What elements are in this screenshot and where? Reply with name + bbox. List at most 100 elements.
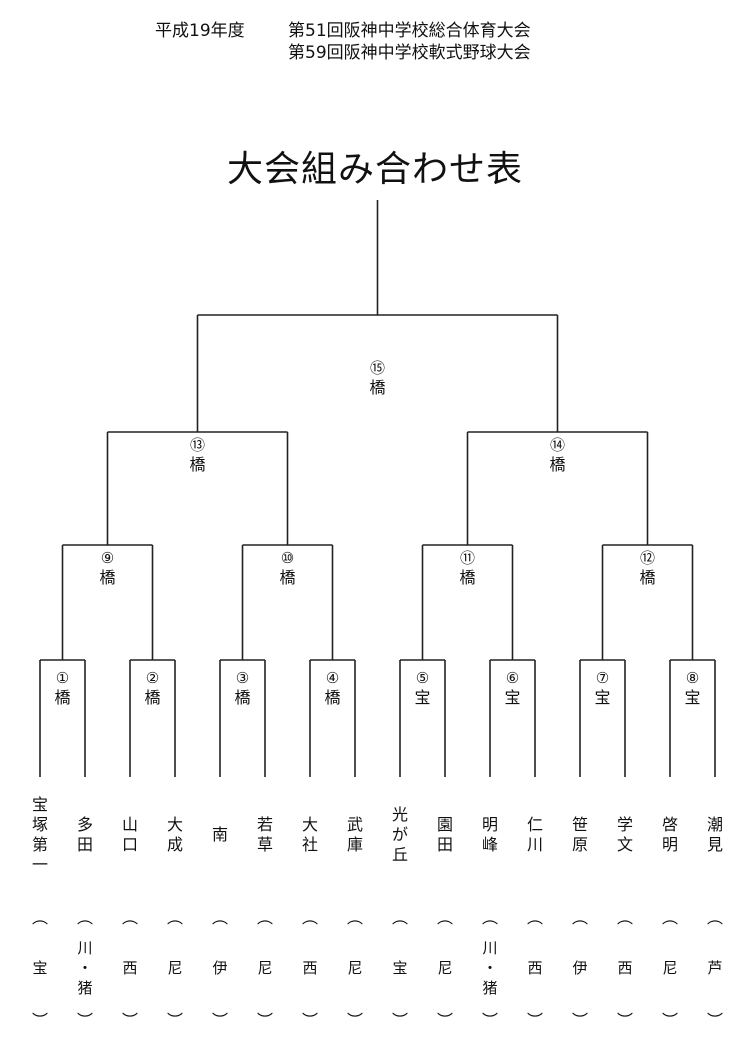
match-number: ② [145, 669, 160, 687]
match-venue: 橋 [234, 688, 251, 707]
paren-close: ︶ [211, 1011, 228, 1030]
match-number: ⑦ [595, 669, 610, 687]
paren-close: ︶ [166, 1011, 183, 1030]
match-venue: 橋 [144, 688, 161, 707]
team-name: 仁川 [526, 815, 543, 854]
match-number: ⑬ [189, 436, 205, 454]
match-venue: 橋 [369, 378, 386, 397]
paren-close: ︶ [346, 1011, 363, 1030]
team-region: 西 [122, 959, 138, 977]
match-number: ③ [235, 669, 250, 687]
match-venue: 橋 [54, 688, 71, 707]
team-name: 光が丘 [391, 805, 408, 864]
paren-open: ︵ [256, 908, 273, 927]
team-region: 尼 [437, 959, 453, 977]
match-venue: 宝 [414, 688, 431, 707]
team-name: 潮見 [706, 815, 723, 854]
paren-open: ︵ [166, 908, 183, 927]
team-region: 宝 [392, 959, 408, 977]
paren-close: ︶ [391, 1011, 408, 1030]
match-venue: 橋 [639, 568, 656, 587]
team-name: 大成 [166, 815, 183, 854]
header-row-2: 第59回阪神中学校軟式野球大会 [155, 42, 625, 64]
team-name: 多田 [76, 815, 93, 854]
paren-open: ︵ [391, 908, 408, 927]
match-number: ⑪ [459, 549, 475, 567]
match-number: ⑤ [415, 669, 430, 687]
match-number: ⑭ [549, 436, 565, 454]
team-region: 川・猪 [482, 939, 498, 997]
team-region: 尼 [167, 959, 183, 977]
team-region: 尼 [347, 959, 363, 977]
team-name: 笹原 [571, 815, 588, 854]
paren-close: ︶ [616, 1011, 633, 1030]
match-venue: 宝 [594, 688, 611, 707]
paren-close: ︶ [301, 1011, 318, 1030]
match-number: ⑫ [639, 549, 655, 567]
tournament-header: 平成19年度 第51回阪神中学校総合体育大会 第59回阪神中学校軟式野球大会 [155, 20, 625, 64]
team-name: 園田 [436, 815, 453, 854]
paren-close: ︶ [76, 1011, 93, 1030]
team-region: 尼 [662, 959, 678, 977]
paren-open: ︵ [121, 908, 138, 927]
match-number: ⑧ [685, 669, 700, 687]
match-number: ⑨ [100, 549, 115, 567]
match-number: ④ [325, 669, 340, 687]
match-number: ⑮ [369, 359, 385, 377]
paren-close: ︶ [31, 1011, 48, 1030]
match-venue: 宝 [504, 688, 521, 707]
team-name: 明峰 [481, 815, 498, 854]
team-name: 山口 [121, 815, 138, 854]
paren-open: ︵ [481, 908, 498, 927]
paren-close: ︶ [571, 1011, 588, 1030]
match-number: ① [55, 669, 70, 687]
match-venue: 橋 [99, 568, 116, 587]
match-venue: 宝 [684, 688, 701, 707]
paren-open: ︵ [526, 908, 543, 927]
team-region: 西 [617, 959, 633, 977]
team-name: 大社 [301, 815, 318, 854]
paren-open: ︵ [211, 908, 228, 927]
team-region: 伊 [212, 959, 228, 977]
team-name: 学文 [616, 815, 633, 854]
match-venue: 橋 [189, 455, 206, 474]
paren-open: ︵ [346, 908, 363, 927]
team-name: 啓明 [661, 815, 678, 854]
paren-open: ︵ [616, 908, 633, 927]
paren-open: ︵ [661, 908, 678, 927]
paren-close: ︶ [706, 1011, 723, 1030]
paren-close: ︶ [121, 1011, 138, 1030]
header-event-line-1: 第51回阪神中学校総合体育大会 [288, 21, 531, 41]
match-venue: 橋 [324, 688, 341, 707]
page-title: 大会組み合わせ表 [226, 149, 523, 190]
paren-open: ︵ [436, 908, 453, 927]
header-row-1: 平成19年度 第51回阪神中学校総合体育大会 [155, 20, 625, 42]
team-region: 西 [302, 959, 318, 977]
match-venue: 橋 [459, 568, 476, 587]
team-region: 宝 [32, 959, 48, 977]
team-region: 川・猪 [77, 939, 93, 997]
header-era: 平成19年度 [155, 21, 245, 41]
match-number: ⑩ [280, 549, 295, 567]
team-name: 武庫 [346, 815, 363, 854]
team-region: 西 [527, 959, 543, 977]
match-venue: 橋 [549, 455, 566, 474]
team-name: 若草 [256, 815, 273, 854]
paren-close: ︶ [526, 1011, 543, 1030]
paren-close: ︶ [256, 1011, 273, 1030]
paren-close: ︶ [481, 1011, 498, 1030]
team-name: 南 [211, 825, 228, 844]
